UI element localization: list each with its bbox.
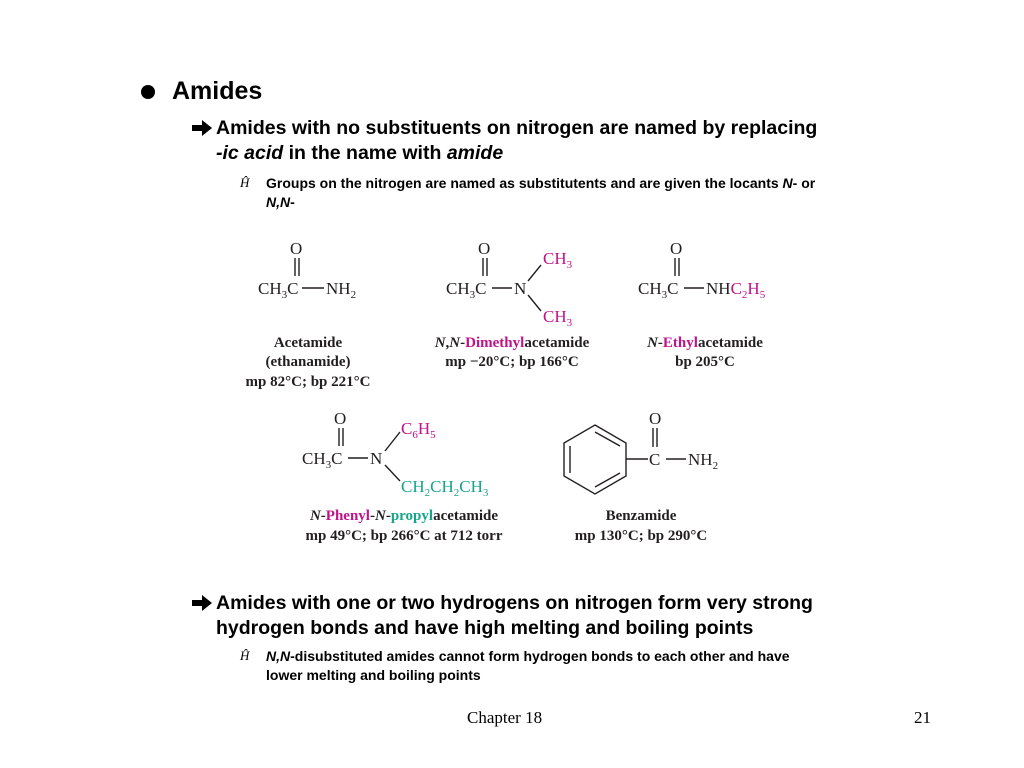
sub-point-2: N,N-disubstituted amides cannot form hyd… [266, 647, 790, 685]
sub-bullet-icon: Ĥ [240, 175, 250, 190]
phenylpropyl-propyl: CH2CH2CH3 [401, 477, 489, 499]
acetamide-props: mp 82°C; bp 221°C [246, 374, 371, 390]
point-2-line-1: Amides with one or two hydrogens on nitr… [216, 592, 813, 614]
point-2: Amides with one or two hydrogens on nitr… [216, 591, 813, 641]
sub-bullet-icon: Ĥ [240, 648, 250, 663]
dimethyl-n: N [514, 279, 526, 298]
sub-point-1-line-2: N,N- [266, 193, 815, 212]
point-2-line-2: hydrogen bonds and have high melting and… [216, 617, 754, 639]
benzamide-nh2: NH2 [688, 450, 718, 472]
dimethyl-props: mp −20°C; bp 166°C [445, 354, 578, 370]
locant-n: N [782, 175, 793, 191]
sub-point-2-line-2: lower melting and boiling points [266, 667, 481, 683]
point-1: Amides with no substituents on nitrogen … [216, 116, 817, 166]
acetamide-formula-left: CH3C [258, 279, 298, 301]
locant-dash: - [290, 194, 295, 210]
ethyl-formula-right: NHC2H5 [706, 279, 766, 301]
point-1-line-2: -ic acid in the name with amide [216, 141, 817, 166]
arrow-icon [190, 593, 214, 618]
bullet-dot [141, 85, 155, 99]
acetamide-name: Acetamide [274, 335, 343, 351]
locant-nn: N,N [266, 648, 291, 664]
dimethyl-ch3-top: CH3 [543, 249, 573, 271]
phenylpropyl-formula-left: CH3C [302, 449, 342, 471]
arrow-icon [190, 118, 214, 143]
dimethyl-o: O [478, 239, 490, 258]
point-1-line-1: Amides with no substituents on nitrogen … [216, 117, 818, 139]
acetamide-formula-right: NH2 [326, 279, 356, 301]
acetamide-alt-name: (ethanamide) [266, 354, 351, 370]
dimethyl-ch3-bottom: CH3 [543, 307, 573, 329]
phenylpropyl-n: N [370, 449, 382, 468]
benzamide-c: C [649, 450, 660, 469]
footer-chapter: Chapter 18 [467, 708, 543, 727]
acetamide-o: O [290, 239, 302, 258]
sub-point-1-line-1: Groups on the nitrogen are named as subs… [266, 174, 815, 193]
dimethyl-formula-left: CH3C [446, 279, 486, 301]
ethyl-formula-left: CH3C [638, 279, 678, 301]
benzamide-props: mp 130°C; bp 290°C [575, 528, 707, 544]
sub-point-2-line-1: N,N-disubstituted amides cannot form hyd… [266, 647, 790, 666]
sub-point-1-text: Groups on the nitrogen are named as subs… [266, 175, 783, 191]
footer-page-number: 21 [914, 708, 931, 727]
phenylpropyl-props: mp 49°C; bp 266°C at 712 torr [306, 528, 503, 544]
sub-point-2-text: -disubstituted amides cannot form hydrog… [290, 648, 790, 664]
sub-point-1-text-end: - or [792, 175, 816, 191]
phenylpropyl-name: N-Phenyl-N-propylacetamide [309, 508, 498, 524]
ethyl-props: bp 205°C [675, 354, 735, 370]
ethyl-o: O [670, 239, 682, 258]
locant-nn: N,N [266, 194, 291, 210]
term-ic-acid: -ic acid [216, 142, 284, 164]
heading-amides: Amides [172, 77, 263, 105]
ethyl-name: N-Ethylacetamide [646, 335, 763, 351]
sub-point-1: Groups on the nitrogen are named as subs… [266, 174, 815, 212]
phenylpropyl-o: O [334, 409, 346, 428]
term-amide: amide [446, 142, 504, 164]
point-1-text: in the name with [283, 142, 447, 164]
benzamide-name: Benzamide [606, 508, 677, 524]
benzamide-o: O [649, 409, 661, 428]
dimethyl-name: N,N-Dimethylacetamide [434, 335, 590, 351]
phenylpropyl-c6h5: C6H5 [401, 419, 436, 441]
